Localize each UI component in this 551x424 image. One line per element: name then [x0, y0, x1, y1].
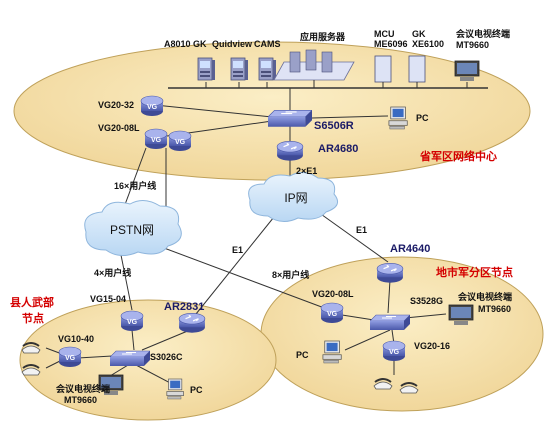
svg-text:VG: VG: [151, 137, 162, 144]
mcu-icon: [374, 55, 392, 83]
s6506r-switch-icon: [268, 109, 312, 128]
ar2831-router-icon: [178, 312, 206, 334]
svg-text:VG: VG: [389, 349, 400, 356]
vg20-08l-top-label: VG20-08L: [98, 123, 140, 133]
ar4640-label: AR4640: [390, 243, 430, 255]
ar4680-label: AR4680: [318, 143, 358, 155]
a8010-server-icon: [197, 57, 216, 81]
pstn-label: PSTN网: [110, 223, 154, 237]
app-server-2-icon: [305, 49, 317, 71]
ar2831-label: AR2831: [164, 301, 204, 313]
link-16-user-label: 16×用户线: [114, 180, 156, 191]
pc-top-icon: [388, 106, 408, 130]
gk-label-1: GK: [412, 29, 426, 39]
a8010-label: A8010 GK: [164, 39, 207, 49]
svg-text:VG: VG: [175, 139, 186, 146]
vc-county-label-1: 会议电视终端: [56, 383, 110, 394]
pc-city-label: PC: [296, 350, 309, 360]
app-servers-label: 应用服务器: [300, 31, 346, 42]
county-region-label-2: 节点: [22, 311, 44, 325]
ip-label: IP网: [284, 191, 307, 205]
vg10-40-label: VG10-40: [58, 334, 94, 344]
link-4-user-label: 4×用户线: [94, 267, 131, 278]
vg20-08l-city-label: VG20-08L: [312, 289, 354, 299]
gk-label-2: XE6100: [412, 39, 444, 49]
ar4680-router-icon: [276, 140, 304, 162]
vg15-04-label: VG15-04: [90, 294, 126, 304]
cams-label: CAMS: [254, 39, 281, 49]
svg-text:VG: VG: [147, 104, 158, 111]
s3026c-switch-icon: [110, 350, 150, 367]
provincial-region-label: 省军区网络中心: [419, 149, 497, 163]
s3528g-label: S3528G: [410, 296, 443, 306]
county-region-label-1: 县人武部: [10, 295, 54, 309]
svg-text:VG: VG: [127, 319, 138, 326]
link-2e1-label: 2×E1: [296, 166, 317, 176]
vg20-16-label: VG20-16: [414, 341, 450, 351]
s3528g-switch-icon: [370, 314, 410, 331]
pstn-cloud: PSTN网: [84, 200, 182, 256]
quidview-server-icon: [230, 57, 249, 81]
link-e1-right-label: E1: [356, 225, 367, 235]
ip-cloud: IP网: [248, 172, 339, 222]
app-server-1-icon: [289, 51, 301, 73]
city-zone: [260, 256, 544, 412]
pc-county-icon: [166, 378, 184, 400]
vc-terminal-top-label-2: MT9660: [456, 40, 489, 50]
city-region-label: 地市军分区节点: [436, 265, 513, 279]
mcu-label-2: ME6096: [374, 39, 408, 49]
link-e1-left-label: E1: [232, 245, 243, 255]
s6506r-label: S6506R: [314, 120, 354, 132]
quidview-label: Quidview: [212, 39, 253, 49]
svg-text:VG: VG: [65, 355, 76, 362]
vc-city-label-2: MT9660: [478, 304, 511, 314]
cams-server-icon: [258, 57, 277, 81]
gk-icon: [408, 55, 426, 83]
vc-terminal-top-label-1: 会议电视终端: [456, 28, 510, 39]
app-server-3-icon: [321, 51, 333, 73]
pc-top-label: PC: [416, 113, 429, 123]
svg-text:VG: VG: [327, 311, 338, 318]
pc-county-label: PC: [190, 385, 203, 395]
vc-county-label-2: MT9660: [64, 395, 97, 405]
s3026c-label: S3026C: [150, 352, 183, 362]
mcu-label-1: MCU: [374, 29, 395, 39]
link-8-user-label: 8×用户线: [272, 269, 309, 280]
vg20-32-label: VG20-32: [98, 100, 134, 110]
ar4640-router-icon: [376, 262, 404, 284]
server-row: [197, 49, 480, 88]
vc-city-label-1: 会议电视终端: [458, 291, 512, 302]
